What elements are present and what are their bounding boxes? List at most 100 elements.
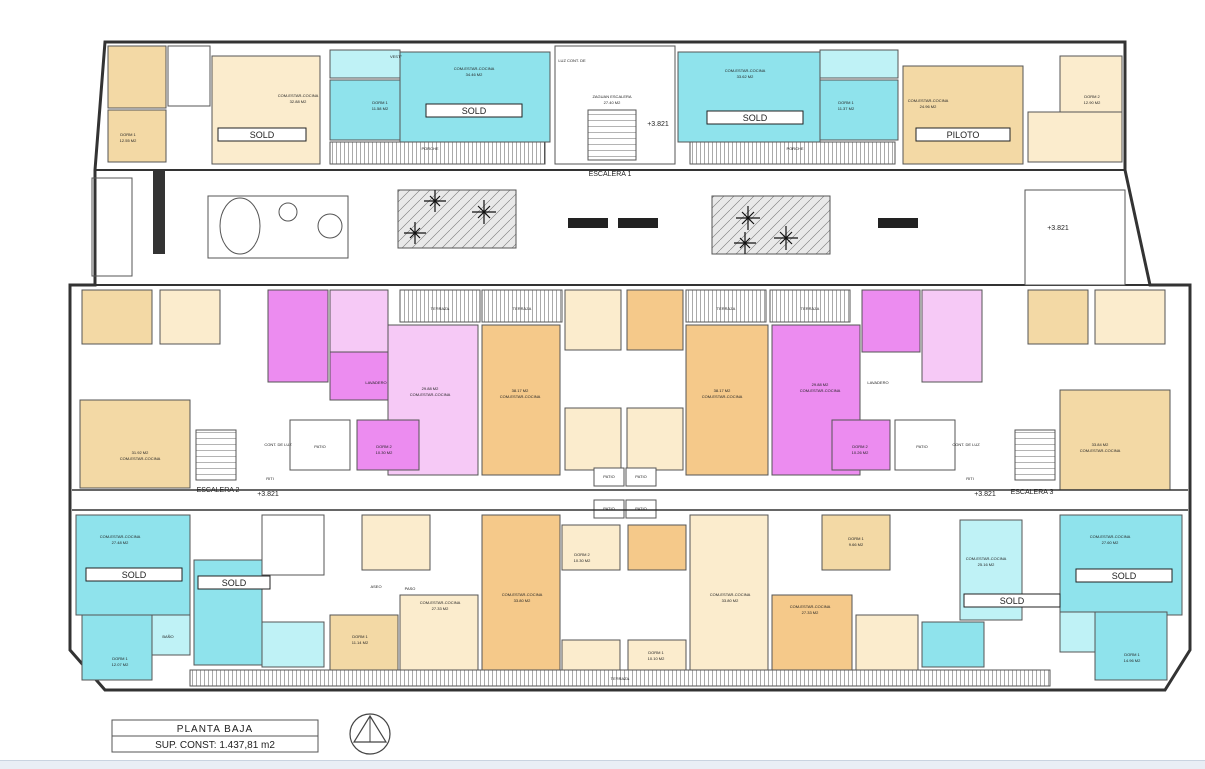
terraza-mid-label-4: TERRAZA <box>801 306 820 311</box>
unit-top-3-dorm[interactable] <box>819 79 899 141</box>
unit-bot-6-dorm[interactable] <box>855 614 919 671</box>
unit-mid-right-dorm2[interactable] <box>1094 289 1166 345</box>
area-bot-7: 27.60 M2 <box>1102 540 1119 545</box>
unit-bot-7-dorm[interactable] <box>921 621 985 668</box>
unit-top-4-dorm2[interactable] <box>1059 55 1123 113</box>
sold-label-bot-2: SOLD <box>222 578 247 588</box>
plan-area: SUP. CONST: 1.437,81 m2 <box>155 740 275 751</box>
area-dorm-bot-3: 11.14 M2 <box>352 640 369 645</box>
unit-top-3-main[interactable] <box>677 51 821 143</box>
unit-bot-3-main[interactable] <box>399 594 479 671</box>
area-dorm2-mid-right: 10.26 M2 <box>852 450 869 455</box>
zaguan-label: ZAGUAN ESCALERA <box>592 94 631 99</box>
unit-top-1-dorm1[interactable] <box>107 109 167 163</box>
dorm2-mid-right: DORM 2 <box>852 444 868 449</box>
unit-top-1-main[interactable] <box>211 55 321 165</box>
unit-top-2-main[interactable] <box>399 51 551 143</box>
bottom-block <box>75 514 1183 687</box>
porche-top-3: PORCHE <box>786 146 803 151</box>
area-dorm2-top-4: 12.90 M2 <box>1084 100 1101 105</box>
pool-shape <box>219 197 261 255</box>
unit-mid-center-right-dorm2[interactable] <box>626 407 684 471</box>
sold-stamp-top-1 <box>217 127 307 142</box>
unit-top-4-main[interactable] <box>902 65 1024 165</box>
sold-stamp-top-2 <box>425 103 523 118</box>
unit-bot-2-dorm[interactable] <box>261 621 325 668</box>
area-dorm1-bot-6: 9.66 M2 <box>849 542 864 547</box>
room-label-bot-4: COM-ESTAR-COCINA <box>710 592 751 597</box>
dorm2-bot-4: DORM 2 <box>574 552 590 557</box>
unit-mid-right-dorm1[interactable] <box>1027 289 1089 345</box>
unit-mid-left-main[interactable] <box>79 399 191 489</box>
room-label-top-1: COM-ESTAR-COCINA <box>278 93 319 98</box>
unit-mid-center-left-dorm2[interactable] <box>564 407 622 471</box>
room-label-bot-2: COM-ESTAR-COCINA <box>420 600 461 605</box>
unit-bot-8-main[interactable] <box>1059 514 1183 616</box>
middle-block <box>72 289 1188 519</box>
planter-2 <box>711 195 831 255</box>
unit-mid-left-dorm2[interactable] <box>81 289 153 345</box>
terraza-bottom <box>189 669 1051 687</box>
unit-bot-6-main[interactable] <box>771 594 853 671</box>
sold-label-top-3: SOLD <box>743 113 768 123</box>
unit-mid-center-left-main[interactable] <box>481 324 561 476</box>
unit-mid-mag-left-dorm2[interactable] <box>329 289 389 353</box>
aseo-label-bot: ASEO <box>370 584 381 589</box>
patio-right <box>894 419 956 471</box>
unit-bot-4-main[interactable] <box>481 514 561 671</box>
unit-top-2-dorm[interactable] <box>329 79 401 141</box>
area-mid-6: 33.84 M2 <box>1092 442 1109 447</box>
level-mark-left: +3.821 <box>257 491 279 498</box>
room-label-bot-3: COM-ESTAR-COCINA <box>502 592 543 597</box>
unit-mid-mag-left-dorm[interactable] <box>267 289 329 383</box>
sold-label-top-1: SOLD <box>250 130 275 140</box>
area-mid-3: 29.88 M2 <box>422 386 439 391</box>
room-label-mid-6: COM-ESTAR-COCINA <box>1080 448 1121 453</box>
bike-rack <box>91 177 133 277</box>
cont-luz-left: CONT. DE LUZ <box>264 442 292 447</box>
room-label-bot-6: COM-ESTAR-COCINA <box>966 556 1007 561</box>
area-bot-1: 27.48 M2 <box>112 540 129 545</box>
unit-mid-mag-right-dorm2[interactable] <box>861 289 921 353</box>
dorm1-bot-6: DORM 1 <box>848 536 864 541</box>
unit-bot-1-bath <box>151 614 191 656</box>
dorm1-bot-8: DORM 1 <box>1124 652 1140 657</box>
escalera-3-label: ESCALERA 3 <box>1011 489 1054 496</box>
unit-bot-3-dorm1[interactable] <box>361 514 431 571</box>
unit-mid-mag-right-dorm3[interactable] <box>831 419 891 471</box>
stairs-mid-left <box>195 429 237 481</box>
unit-bot-4-dorm2[interactable] <box>561 524 621 571</box>
porche-top-2: PORCHE <box>421 146 438 151</box>
unit-mid-mag-right-dorm[interactable] <box>921 289 983 383</box>
terraza-bottom-label: TERRAZA <box>611 676 630 681</box>
sold-label-bot-3: SOLD <box>1000 596 1025 606</box>
unit-bot-1-dorm[interactable] <box>81 614 153 681</box>
area-dorm2-mid-left: 10.30 M2 <box>376 450 393 455</box>
unit-bot-8-dorm[interactable] <box>1094 611 1168 681</box>
unit-bot-5-dorm2[interactable] <box>627 524 687 571</box>
unit-bot-3-dorm[interactable] <box>329 614 399 671</box>
unit-mid-center-right-main[interactable] <box>685 324 769 476</box>
unit-top-4-dorm1[interactable] <box>1027 111 1123 163</box>
sold-stamp-bot-4 <box>1075 568 1173 583</box>
patio-center-4 <box>625 499 657 519</box>
unit-bot-1-main[interactable] <box>75 514 191 616</box>
bench-1 <box>568 218 608 228</box>
level-mark-right: +3.821 <box>1047 225 1069 232</box>
room-label-mid-4: COM-ESTAR-COCINA <box>800 388 841 393</box>
unit-mid-left-dorm1[interactable] <box>159 289 221 345</box>
terraza-mid-label-2: TERRAZA <box>513 306 532 311</box>
unit-mid-center-left-dorm1[interactable] <box>564 289 622 351</box>
pool-area <box>207 195 349 259</box>
unit-mid-mag-left-dorm3[interactable] <box>356 419 420 471</box>
plan-title: PLANTA BAJA <box>177 724 253 735</box>
unit-bot-6-dorm1[interactable] <box>821 514 891 571</box>
status-stamps <box>85 103 1173 608</box>
bench-2 <box>618 218 658 228</box>
unit-mid-right-main[interactable] <box>1059 389 1171 491</box>
unit-top-1-dorm[interactable] <box>107 45 167 109</box>
area-top-1: 32.88 M2 <box>290 99 307 104</box>
escalera-1-label: ESCALERA 1 <box>589 171 632 178</box>
unit-mid-center-right-dorm1[interactable] <box>626 289 684 351</box>
